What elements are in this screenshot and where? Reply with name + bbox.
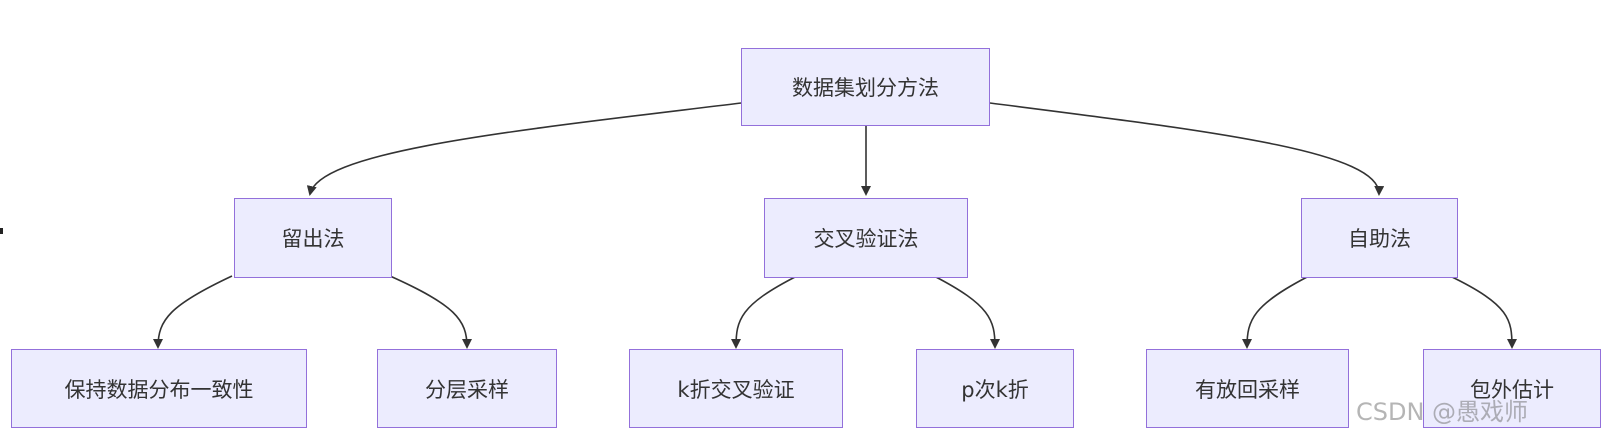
edge-bootstrap-to-resample (1242, 275, 1310, 349)
node-out-of-bag: 包外估计 (1423, 349, 1601, 428)
edge-artifact (0, 228, 3, 234)
edge-crossval-to-pk (933, 275, 1000, 349)
node-root: 数据集划分方法 (741, 48, 990, 126)
node-holdout: 留出法 (234, 198, 392, 278)
watermark: CSDN @愚戏师 (1356, 398, 1529, 426)
node-k-fold: k折交叉验证 (629, 349, 843, 428)
edge-holdout-to-preserve (153, 275, 233, 349)
node-sampling-with-replacement: 有放回采样 (1146, 349, 1349, 428)
edge-holdout-to-stratified (389, 275, 472, 349)
edge-root-to-bootstrap (989, 102, 1385, 196)
edge-root-to-holdout (306, 102, 742, 196)
node-cross-validation: 交叉验证法 (764, 198, 968, 278)
edge-crossval-to-kfold (731, 275, 798, 349)
node-p-times-k-fold: p次k折 (916, 349, 1074, 428)
node-bootstrap: 自助法 (1301, 198, 1458, 278)
edge-bootstrap-to-oob (1449, 275, 1517, 349)
node-preserve-distribution: 保持数据分布一致性 (11, 349, 307, 428)
node-stratified-sampling: 分层采样 (377, 349, 557, 428)
